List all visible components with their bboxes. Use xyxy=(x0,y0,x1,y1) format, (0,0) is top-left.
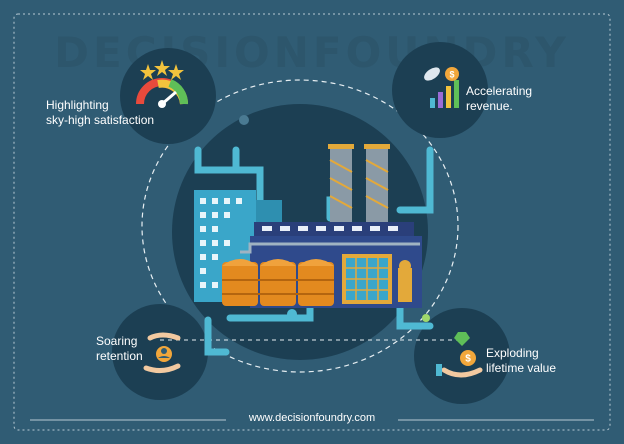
satisfaction-label: Highlighting sky-high satisfaction xyxy=(46,98,155,127)
footer-url[interactable]: www.decisionfoundry.com xyxy=(248,412,376,424)
orbit-ring xyxy=(141,79,459,373)
gauge-icon xyxy=(136,60,188,108)
retention-label: Soaring retention xyxy=(96,334,143,363)
lifetime-value-label: Exploding lifetime value xyxy=(486,346,557,375)
pipe-valve xyxy=(287,309,297,319)
factory-window xyxy=(342,254,412,304)
svg-text:$: $ xyxy=(465,354,471,365)
smoke-stacks xyxy=(328,144,390,224)
orbit-dot xyxy=(239,115,249,125)
storage-tanks xyxy=(222,259,334,306)
revenue-circle xyxy=(392,42,488,138)
svg-text:$: $ xyxy=(449,70,454,80)
plant-dot xyxy=(422,314,430,322)
hands-person-icon xyxy=(143,332,181,374)
rocket-chart-icon: $ xyxy=(424,67,459,108)
hand-coin-icon: $ xyxy=(436,332,483,378)
satisfaction-circle xyxy=(120,48,216,144)
revenue-label: Accelerating revenue. xyxy=(466,84,533,113)
dotted-frame xyxy=(13,13,611,431)
